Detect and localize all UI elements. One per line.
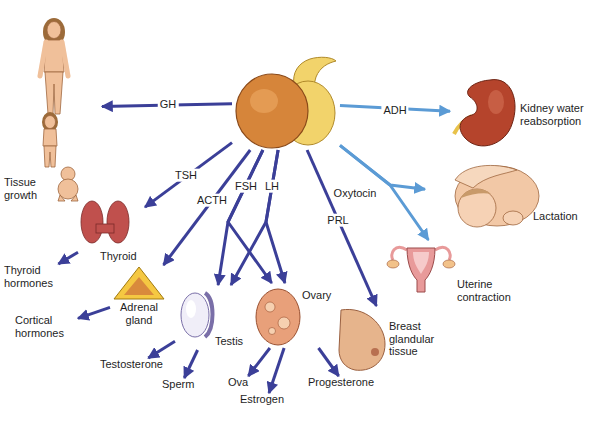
node-label: Uterine contraction bbox=[457, 278, 517, 303]
hormone-label: GH bbox=[158, 98, 179, 111]
node-label: Ova bbox=[228, 376, 256, 389]
target-tissue: Breast glandular tissue bbox=[335, 306, 448, 374]
pituitary-gland bbox=[232, 55, 340, 150]
node-label: Estrogen bbox=[240, 393, 292, 406]
hormone-arrow bbox=[184, 350, 197, 378]
node-label: Cortical hormones bbox=[15, 314, 77, 339]
node-label: Breast glandular tissue bbox=[389, 320, 447, 358]
target-organ-illustration bbox=[385, 240, 457, 296]
hormone-output: Estrogen bbox=[240, 393, 293, 408]
target-gland: Testis bbox=[175, 285, 251, 350]
hormone-output: Progesterone bbox=[308, 376, 381, 392]
node-label: Tissue growth bbox=[4, 176, 50, 201]
hormone-label: PRL bbox=[325, 214, 350, 227]
hormone-label: ADH bbox=[381, 104, 408, 117]
target-tissue-illustration bbox=[2, 12, 102, 202]
node-label: Adrenal gland bbox=[114, 301, 164, 326]
hormone-arrow bbox=[78, 307, 110, 318]
target-gland: Thyroid bbox=[78, 198, 145, 266]
target-tissue-illustration bbox=[335, 306, 389, 374]
hormone-output: Thyroid hormones bbox=[4, 264, 63, 294]
hormone-arrow bbox=[269, 348, 284, 393]
hormone-arrow bbox=[164, 150, 251, 265]
hormone-arrow bbox=[218, 150, 263, 285]
hormone-arrow bbox=[228, 150, 272, 283]
hormone-output: Testosterone bbox=[100, 358, 171, 374]
hormone-arrow bbox=[319, 348, 339, 376]
hormone-arrow bbox=[58, 252, 78, 264]
gamete-output: Ova bbox=[228, 376, 257, 391]
target-gland-illustration bbox=[78, 198, 132, 246]
target-organ: Uterine contraction bbox=[385, 240, 518, 306]
target-organ: Lactation bbox=[425, 160, 587, 238]
node-label: Progesterone bbox=[308, 376, 380, 389]
node-label: Thyroid bbox=[100, 250, 144, 263]
node-label: Testosterone bbox=[100, 358, 170, 371]
hormone-output: Cortical hormones bbox=[15, 314, 78, 344]
hormone-label: ACTH bbox=[195, 194, 229, 207]
gamete-output: Sperm bbox=[162, 378, 199, 394]
hormone-arrow bbox=[248, 348, 270, 376]
target-gland: Adrenal gland bbox=[110, 265, 168, 330]
target-organ-illustration bbox=[450, 72, 520, 158]
node-label: Ovary bbox=[302, 289, 337, 302]
node-label: Sperm bbox=[162, 378, 198, 391]
target-gland-illustration bbox=[252, 283, 302, 347]
target-organ: Kidney water reabsorption bbox=[450, 72, 588, 158]
hormone-label: TSH bbox=[173, 169, 199, 182]
node-label: Kidney water reabsorption bbox=[520, 102, 586, 127]
node-label: Lactation bbox=[533, 210, 585, 223]
hormone-arrow bbox=[307, 150, 376, 306]
hormone-label: Oxytocin bbox=[332, 187, 379, 200]
target-gland: Ovary bbox=[252, 283, 338, 348]
node-label: Thyroid hormones bbox=[4, 264, 62, 289]
target-tissue: Tissue growth bbox=[2, 12, 102, 203]
node-label: Testis bbox=[215, 335, 250, 348]
hormone-arrow bbox=[340, 145, 425, 189]
hormone-arrow bbox=[231, 150, 278, 285]
hormone-label: FSH bbox=[233, 180, 259, 193]
hormone-arrow bbox=[148, 341, 175, 358]
target-gland-illustration bbox=[110, 265, 168, 301]
pituitary-gland-illustration bbox=[232, 55, 340, 150]
target-gland-illustration bbox=[175, 285, 217, 341]
hormone-arrow bbox=[145, 143, 232, 208]
target-organ-illustration bbox=[425, 160, 535, 238]
hormone-label: LH bbox=[263, 180, 281, 193]
